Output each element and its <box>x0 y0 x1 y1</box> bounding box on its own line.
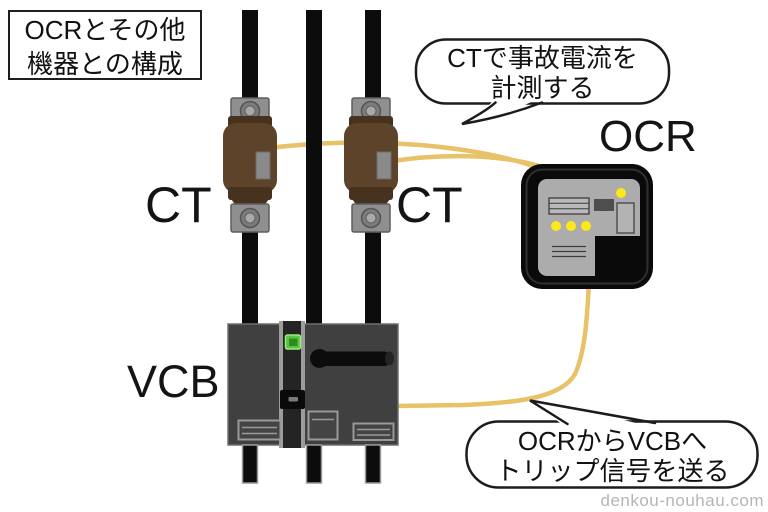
callout-ct-tail-fill <box>462 97 542 124</box>
ocr-led-2 <box>566 221 576 231</box>
ocr-relay-device <box>521 164 653 289</box>
callout-trip-text: OCRからVCBへ トリップ信号を送る <box>467 426 758 486</box>
vcb-vent-right <box>352 422 395 441</box>
vcb-status-indicator-mark <box>289 338 298 346</box>
ocr-led-3 <box>581 221 591 231</box>
watermark: denkou-nouhau.com <box>600 491 764 510</box>
vcb-vent-center <box>307 410 339 441</box>
vcb-label: VCB <box>127 356 220 407</box>
ocr-display <box>548 197 590 215</box>
vcb-breaker <box>227 321 399 448</box>
callout-ct-line2: 計測する <box>490 73 595 103</box>
callout-trip-line2: トリップ信号を送る <box>495 456 730 486</box>
vcb-drive-cylinder <box>313 351 391 366</box>
ocr-test-slot <box>616 202 635 234</box>
ct-right-device <box>343 97 399 233</box>
wire-ocr-to-vcb-trip <box>394 279 592 409</box>
busbar-right-stub <box>364 444 382 484</box>
vcb-cylinder-end-left <box>310 349 329 368</box>
callout-trip-line1: OCRからVCBへ <box>517 426 708 456</box>
callout-ct-line1: CTで事故電流を <box>447 43 638 73</box>
vcb-vent-left <box>237 419 282 441</box>
vcb-handle-dash <box>288 397 298 402</box>
busbar-left-stub <box>241 444 259 484</box>
vcb-cylinder-end-right <box>385 351 394 366</box>
ocr-button-block <box>594 199 614 211</box>
ct-right-label: CT <box>396 177 463 233</box>
callout-ct-tail <box>461 101 544 126</box>
callout-ct-text: CTで事故電流を 計測する <box>416 43 669 103</box>
ocr-panel-text-lines <box>552 245 586 258</box>
ocr-led-1 <box>551 221 561 231</box>
callout-trip-tail <box>529 399 657 426</box>
ct-left-label: CT <box>145 177 212 233</box>
busbar-center-stub <box>305 444 323 484</box>
ct-left-device <box>222 97 278 233</box>
title-line2: 機器との構成 <box>27 49 183 79</box>
vcb-vents <box>237 410 395 441</box>
callout-bubbles <box>414 38 759 489</box>
ocr-corner-notch <box>595 236 640 276</box>
title-box: OCRとその他 機器との構成 <box>8 10 202 80</box>
title-line1: OCRとその他 <box>24 15 186 45</box>
ocr-shell-bevel <box>525 168 649 285</box>
ocr-label: OCR <box>599 112 697 161</box>
vcb-rail-slot <box>283 321 301 448</box>
busbar-stubs <box>241 444 382 484</box>
ocr-led-top <box>616 188 626 198</box>
